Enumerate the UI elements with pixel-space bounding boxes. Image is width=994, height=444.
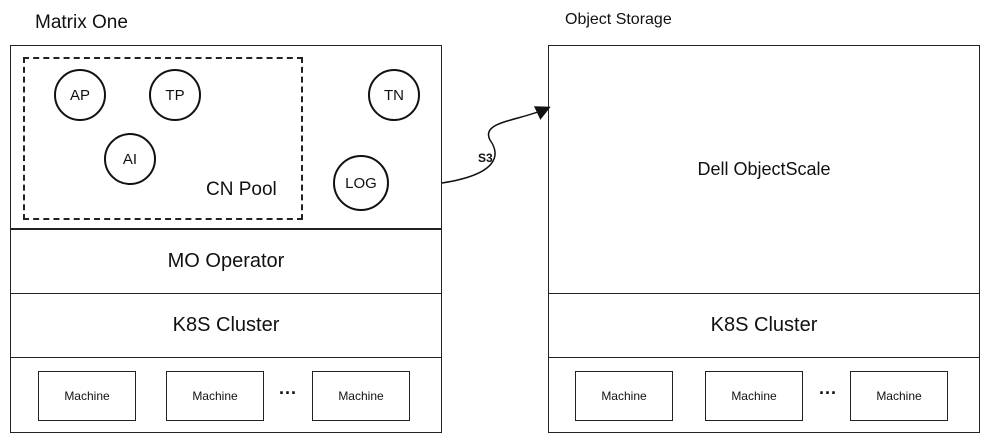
machine-box: Machine	[705, 371, 803, 421]
node-tp: TP	[149, 69, 201, 121]
node-log: LOG	[333, 155, 389, 211]
machine-box: Machine	[38, 371, 136, 421]
matrix-one-system: CN Pool AP TP AI TN LOG MO Operator K8S …	[10, 45, 442, 433]
right-k8s-cluster-band: K8S Cluster	[548, 293, 980, 358]
s3-label: S3	[478, 151, 493, 165]
matrix-one-title: Matrix One	[35, 12, 128, 33]
object-storage-system: Dell ObjectScale K8S Cluster Machine Mac…	[548, 45, 980, 433]
machine-ellipsis: ...	[279, 378, 298, 398]
right-machines-band: Machine Machine ... Machine	[548, 357, 980, 433]
compute-area: CN Pool AP TP AI TN LOG	[10, 45, 442, 230]
left-k8s-cluster-band: K8S Cluster	[10, 293, 442, 358]
node-ap: AP	[54, 69, 106, 121]
node-ai: AI	[104, 133, 156, 185]
cn-pool	[23, 57, 303, 220]
cn-pool-label: CN Pool	[206, 179, 277, 200]
object-storage-title: Object Storage	[565, 11, 672, 28]
s3-connector-line	[441, 106, 551, 184]
node-tn: TN	[368, 69, 420, 121]
machine-box: Machine	[575, 371, 673, 421]
left-machines-band: Machine Machine ... Machine	[10, 357, 442, 433]
machine-box: Machine	[312, 371, 410, 421]
machine-ellipsis: ...	[819, 378, 838, 398]
dell-objectscale-area: Dell ObjectScale	[548, 45, 980, 294]
machine-box: Machine	[166, 371, 264, 421]
mo-operator-band: MO Operator	[10, 229, 442, 294]
machine-box: Machine	[850, 371, 948, 421]
